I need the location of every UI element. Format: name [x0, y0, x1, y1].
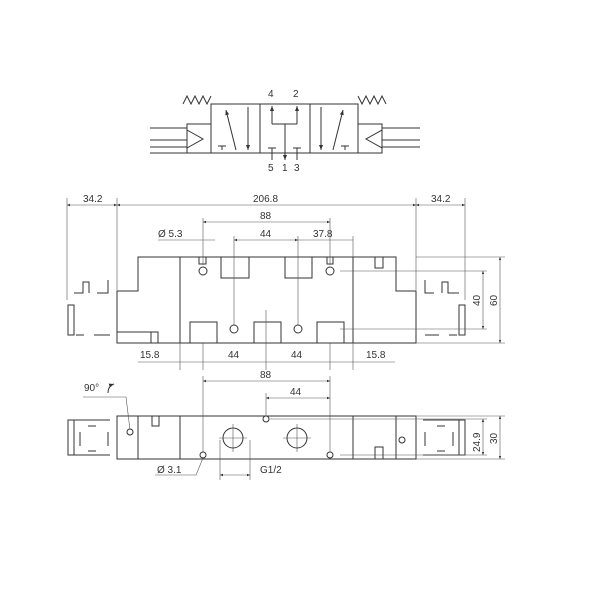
port-label-3: 3	[294, 163, 300, 174]
rotation-label: 90°	[84, 383, 99, 394]
rotate-arrow-icon	[107, 383, 115, 394]
dim-height-inner: 24.9	[472, 432, 483, 452]
dim-hole-diameter: Ø 3.1	[157, 465, 182, 476]
dim-half: 44	[290, 387, 302, 398]
dim-height-inner: 40	[472, 294, 483, 306]
dim-pitch-top: 88	[260, 211, 272, 222]
dim-pitch: 88	[260, 370, 272, 381]
port-label-4: 4	[268, 89, 274, 100]
dim-mid-top: 44	[260, 229, 272, 240]
front-view: 34.2 206.8 34.2 88 44 Ø 5.3 37.8 15.8 44…	[66, 194, 505, 370]
bottom-view: 88 44 90° Ø 3.1 G1/2 24.9 30	[67, 370, 505, 480]
dim-bottom-1: 15.8	[140, 350, 160, 361]
dim-height: 30	[489, 432, 500, 444]
dim-total-length: 206.8	[253, 194, 278, 205]
dim-bottom-4: 15.8	[366, 350, 386, 361]
dim-hole-diameter: Ø 5.3	[158, 229, 183, 240]
dim-left-length: 34.2	[83, 194, 103, 205]
port-label-5: 5	[268, 163, 274, 174]
dim-right-length: 34.2	[431, 194, 451, 205]
valve-symbol: 4 2 5 1 3	[150, 89, 420, 174]
port-label-1: 1	[282, 163, 288, 174]
dim-bottom-2: 44	[228, 350, 240, 361]
dim-offset: 37.8	[313, 229, 333, 240]
port-label-2: 2	[293, 89, 299, 100]
dim-height: 60	[489, 294, 500, 306]
dim-bottom-3: 44	[291, 350, 303, 361]
port-thread-label: G1/2	[260, 465, 282, 476]
